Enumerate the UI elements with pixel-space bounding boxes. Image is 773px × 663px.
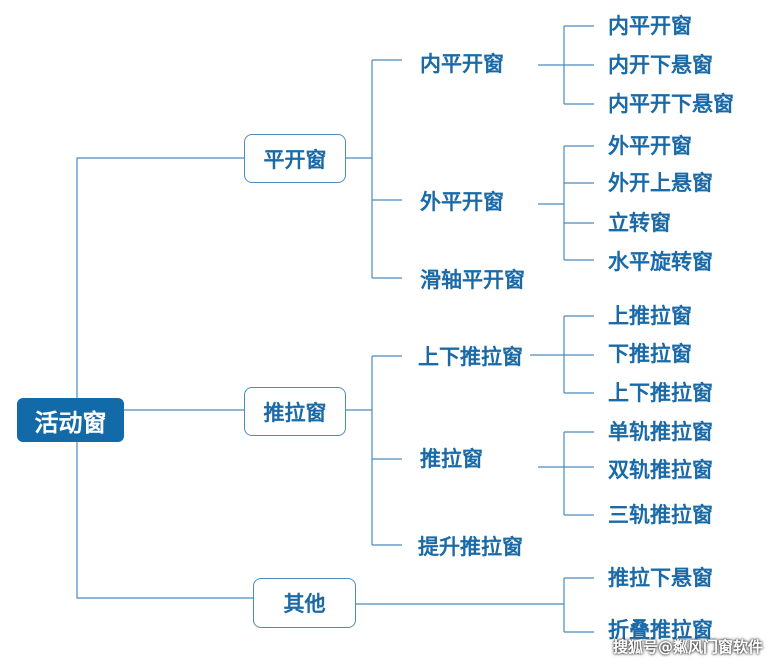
leaf-single-track: 单轨推拉窗 [608, 420, 713, 444]
leaf-sliding-bottom-hung: 推拉下悬窗 [608, 566, 713, 590]
watermark: 搜狐号@粼风门窗软件 [612, 638, 763, 656]
leaf-inward-bottom-hung: 内开下悬窗 [608, 53, 713, 77]
node-lift-sliding: 提升推拉窗 [418, 535, 523, 559]
leaf-double-track: 双轨推拉窗 [608, 458, 713, 482]
leaf-top-hung: 外开上悬窗 [608, 171, 713, 195]
connector-inward [538, 25, 594, 105]
leaf-inward-casement: 内平开窗 [608, 14, 692, 38]
leaf-down-sliding: 下推拉窗 [608, 342, 692, 366]
connector-root [76, 157, 253, 599]
connector-updown [530, 315, 594, 394]
leaf-horizontal-pivot: 水平旋转窗 [608, 250, 713, 274]
node-horizontal-sliding: 推拉窗 [420, 447, 483, 471]
node-sliding-window: 推拉窗 [244, 387, 346, 436]
node-other: 其他 [253, 578, 356, 628]
leaf-triple-track: 三轨推拉窗 [608, 503, 713, 527]
node-inward-casement: 内平开窗 [420, 52, 504, 76]
leaf-tilt-turn: 内平开下悬窗 [608, 92, 734, 116]
connector-slide [538, 431, 594, 516]
leaf-folding-sliding: 折叠推拉窗 [608, 618, 713, 642]
node-casement-window: 平开窗 [244, 134, 346, 183]
leaf-up-sliding: 上推拉窗 [608, 304, 692, 328]
leaf-vertical-pivot: 立转窗 [608, 211, 671, 235]
connector-other [356, 577, 594, 633]
leaf-up-down-sliding: 上下推拉窗 [608, 381, 713, 405]
node-sliding-pivot-casement: 滑轴平开窗 [420, 268, 525, 292]
connector-sliding [346, 355, 402, 546]
node-outward-casement: 外平开窗 [420, 190, 504, 214]
connector-casement [346, 59, 402, 279]
connector-outward [538, 145, 594, 261]
node-vertical-sliding: 上下推拉窗 [418, 345, 523, 369]
leaf-outward-casement: 外平开窗 [608, 134, 692, 158]
root-node: 活动窗 [17, 398, 124, 442]
